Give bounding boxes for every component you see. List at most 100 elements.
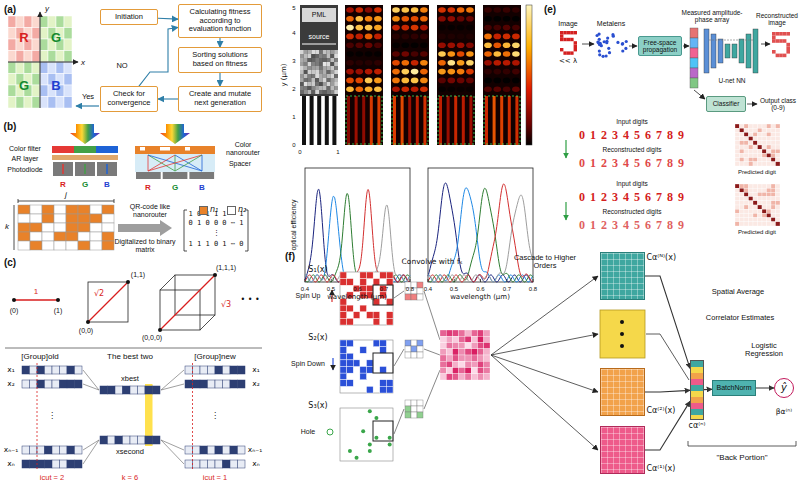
- gene-cell: [123, 436, 131, 444]
- array-cell: [690, 48, 698, 58]
- feature-cell: [471, 368, 477, 374]
- text-label: x₁: [252, 366, 259, 374]
- text-label: 0.6: [353, 286, 361, 293]
- confusion-cell: [740, 201, 745, 205]
- digit-pixel: [567, 51, 570, 54]
- feature-cell: [453, 368, 459, 374]
- material-pixel: [327, 58, 331, 62]
- arrow-line: [565, 202, 566, 220]
- text-label: Digitalized to binary matrix: [114, 238, 176, 253]
- confusion-cell: [744, 209, 749, 213]
- unet-layer: [753, 29, 758, 73]
- digit-pixel: [779, 54, 783, 58]
- ellipsis-dot: [620, 320, 624, 324]
- gene-cell: [185, 460, 193, 468]
- arrow-line: [332, 358, 333, 370]
- field-lobe: [402, 42, 410, 48]
- gene-cell: [215, 366, 223, 374]
- material-pixel: [327, 66, 331, 70]
- text-label: R: [145, 184, 151, 193]
- gene-cell: [223, 366, 231, 374]
- color-filter: [96, 146, 118, 153]
- confusion-cell: [771, 201, 776, 205]
- pixel-cell: [32, 28, 40, 40]
- confusion-cell: [749, 141, 754, 145]
- nanoblock-cell: [90, 214, 102, 223]
- spin-site: [386, 272, 393, 279]
- field-lobe: [346, 25, 354, 31]
- field-lobe: [374, 25, 382, 31]
- confusion-cell: [735, 213, 740, 217]
- field-lobe: [411, 16, 419, 22]
- field-stripe: [515, 96, 518, 145]
- confusion-cell: [776, 209, 781, 213]
- field-stripe: [439, 96, 442, 145]
- pixel-cell: [48, 97, 56, 109]
- field-lobe: [457, 7, 465, 13]
- field-lobe: [457, 51, 465, 57]
- filter-cell: [411, 294, 417, 300]
- legend-swatch: [199, 206, 208, 215]
- nanoblock-cell: [90, 232, 102, 241]
- arrow-line: [565, 140, 566, 158]
- feature-cell: [440, 343, 446, 349]
- field-lobe: [503, 78, 511, 84]
- spin-site: [347, 305, 354, 312]
- field-lobe: [374, 69, 382, 75]
- material-pixel: [334, 90, 338, 94]
- conv-line: [394, 291, 404, 298]
- confusion-cell: [749, 192, 754, 196]
- confusion-cell: [740, 197, 745, 201]
- feature-cell: [459, 361, 465, 367]
- feature-cell: [459, 336, 465, 342]
- feature-cell: [478, 368, 484, 374]
- skip-connection: [709, 40, 753, 41]
- gene-cell: [193, 460, 201, 468]
- spin-site: [367, 285, 374, 292]
- field-lobe: [356, 16, 364, 22]
- material-pixel: [319, 86, 323, 90]
- field-lobe: [356, 34, 364, 40]
- metalens-atom: [605, 54, 608, 57]
- hole-dot: [388, 436, 392, 440]
- confusion-cell: [749, 213, 754, 217]
- field-lobe: [411, 69, 419, 75]
- confusion-cell: [771, 218, 776, 222]
- nanoblock-cell: [102, 223, 114, 232]
- field-lobe: [392, 25, 400, 31]
- field-lobe: [392, 16, 400, 22]
- material-pixel: [330, 86, 334, 90]
- confusion-cell: [753, 209, 758, 213]
- pixel-cell: [64, 28, 72, 40]
- confusion-cell: [740, 158, 745, 162]
- light-ray: [148, 155, 175, 171]
- material-pixel: [327, 86, 331, 90]
- field-lobe: [512, 16, 520, 22]
- material-pixel: [323, 66, 327, 70]
- photodiode: [97, 162, 117, 176]
- material-pixel: [334, 86, 338, 90]
- offspring-line: [161, 384, 184, 390]
- confusion-cell: [749, 162, 754, 166]
- efficiency-curve: [305, 189, 410, 282]
- nanoblock-cell: [42, 241, 54, 250]
- spin-site: [386, 299, 393, 306]
- pixel-cell: [40, 97, 48, 109]
- material-pixel: [308, 54, 312, 58]
- array-cell: [690, 68, 698, 78]
- confusion-cell: [753, 192, 758, 196]
- material-pixel: [327, 90, 331, 94]
- field-stripe: [485, 96, 488, 145]
- confusion-cell: [744, 201, 749, 205]
- diagonal: [88, 282, 128, 322]
- field-lobe: [420, 78, 428, 84]
- digit-pixel: [772, 50, 776, 54]
- confusion-cell: [753, 137, 758, 141]
- text-label: optical efficiency: [290, 199, 298, 250]
- pixel-strip: [332, 96, 336, 145]
- field-stripe: [347, 96, 350, 145]
- node-text: Classifier: [709, 100, 743, 107]
- spin-site: [360, 279, 367, 286]
- feature-cell: [484, 361, 490, 367]
- field-stripe: [355, 96, 358, 145]
